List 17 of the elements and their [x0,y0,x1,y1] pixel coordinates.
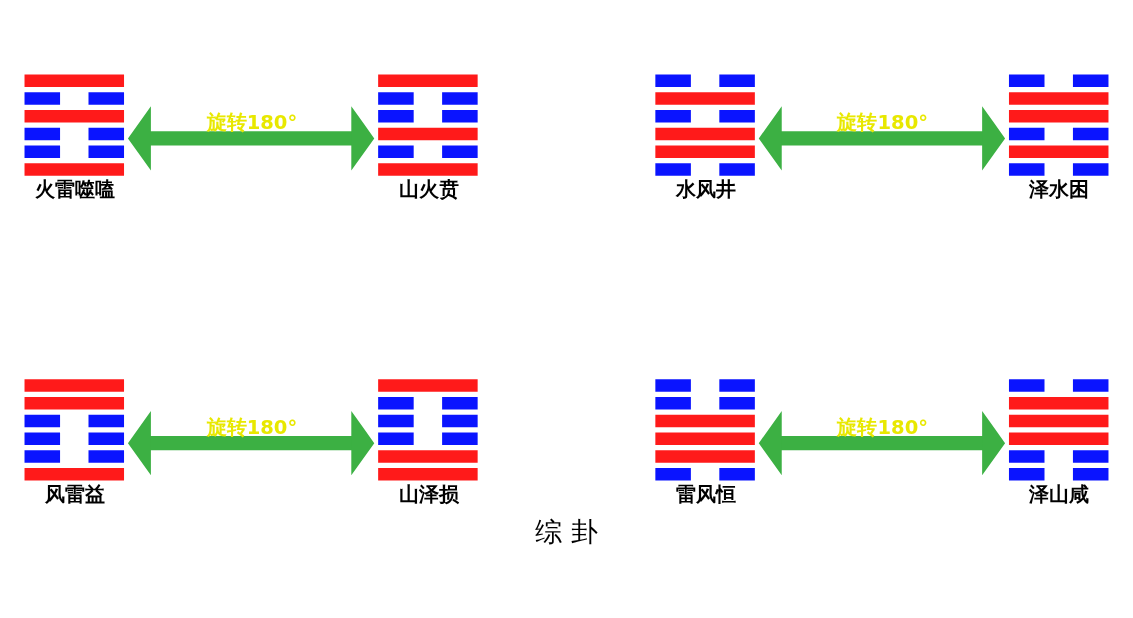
edge-label: 旋转180° [837,415,929,439]
node-label: 风雷益 [44,482,105,506]
caption: 综 卦 [535,515,598,547]
node-label: 雷风恒 [675,482,736,506]
edge-label: 旋转180° [837,111,929,135]
arrow [758,411,1006,476]
node-label: 山泽损 [398,482,459,506]
node-label: 火雷噬嗑 [35,177,116,201]
node-label: 山火贲 [398,177,459,201]
edge-label: 旋转180° [206,111,298,135]
node-label: 水风井 [675,177,736,201]
arrow [127,411,375,476]
node-label: 泽山咸 [1029,482,1090,506]
arrow [127,106,375,171]
node-label: 泽水困 [1029,177,1090,201]
arrow [758,106,1006,171]
edge-label: 旋转180° [206,415,298,439]
